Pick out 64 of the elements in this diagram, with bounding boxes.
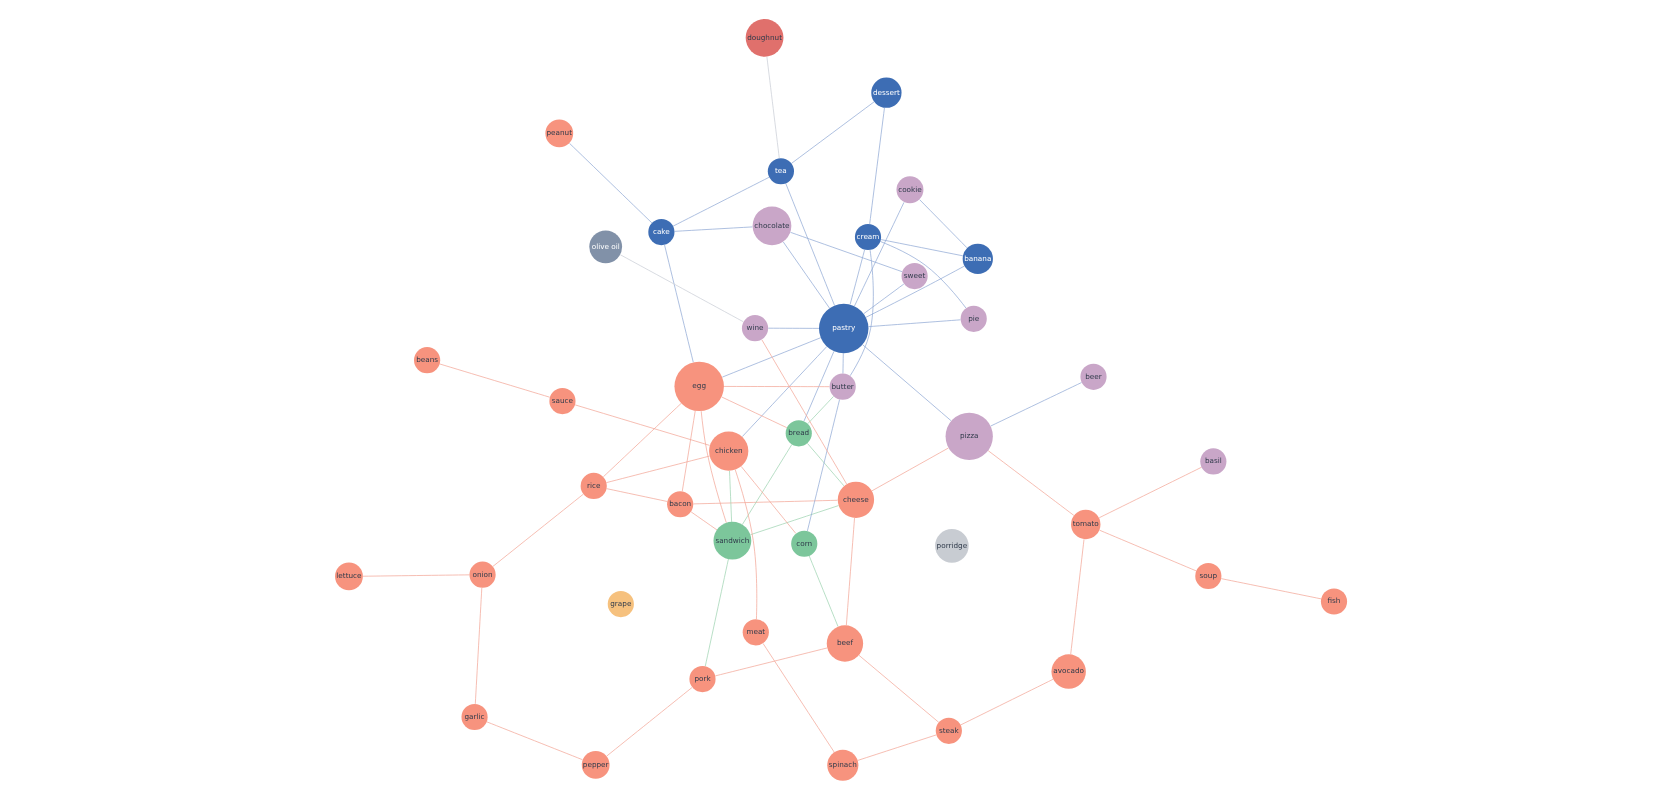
connector (602, 403, 681, 478)
connector (438, 363, 550, 398)
connector (605, 455, 709, 483)
connector (689, 511, 717, 531)
connector (784, 183, 834, 306)
connector (856, 734, 936, 761)
connector (699, 410, 726, 524)
connector (692, 499, 837, 505)
connector (862, 283, 904, 315)
connector (765, 56, 779, 159)
connector (473, 587, 482, 705)
connector (879, 241, 966, 309)
connector (748, 505, 838, 536)
connector (986, 450, 1074, 516)
connector (568, 142, 652, 224)
connector (861, 344, 951, 422)
connector (844, 517, 854, 626)
connector (722, 386, 829, 388)
connector (605, 488, 667, 502)
connector (673, 226, 752, 232)
connector (857, 654, 939, 723)
connector (728, 470, 731, 523)
connector (848, 249, 864, 305)
connector (739, 465, 796, 534)
connector (741, 346, 827, 437)
connector (989, 382, 1081, 427)
connector (485, 721, 582, 761)
connector (918, 199, 967, 249)
connector (806, 396, 833, 424)
connector (790, 101, 874, 164)
connector (361, 574, 469, 577)
connector (781, 241, 829, 309)
connector (671, 176, 769, 227)
connector (841, 352, 843, 374)
connector (740, 444, 792, 525)
connector (867, 319, 960, 327)
connector (1069, 538, 1084, 655)
connector (663, 244, 693, 363)
connector (1097, 466, 1201, 519)
connector (605, 687, 692, 757)
connector (868, 107, 884, 225)
connector (1098, 529, 1196, 572)
connector (761, 643, 834, 753)
connector (789, 231, 902, 273)
connector (714, 647, 827, 677)
connector (959, 678, 1053, 726)
connector (721, 337, 820, 378)
connector (760, 339, 846, 485)
connector (807, 555, 838, 627)
connector (848, 249, 873, 377)
connector (870, 447, 948, 492)
connector (1219, 578, 1321, 600)
connector (680, 410, 695, 492)
connector (733, 469, 757, 620)
connector (720, 396, 787, 428)
connector (573, 404, 709, 446)
connector (703, 558, 728, 667)
connector (806, 443, 844, 487)
connector (766, 327, 819, 329)
connector (618, 254, 743, 323)
connector (802, 350, 834, 422)
connector (879, 239, 963, 257)
connector (806, 399, 839, 532)
connector (491, 493, 583, 567)
